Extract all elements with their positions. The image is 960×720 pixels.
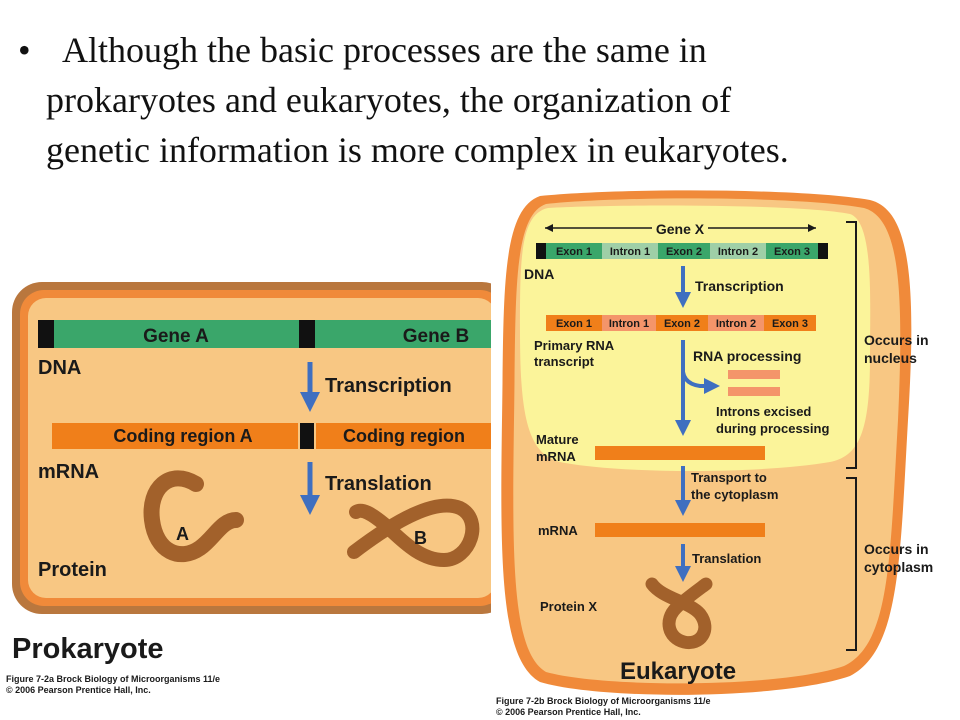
primary-rna-label-line-2: transcript [534,354,595,369]
gene-x-right-arrowhead [808,224,816,232]
occurs-in-nucleus-line-2: nucleus [864,350,917,366]
bullet-text-line-3: genetic information is more complex in e… [46,130,789,170]
eukaryote-caption-line-2: © 2006 Pearson Prentice Hall, Inc. [496,707,641,717]
bullet-text-line-2: prokaryotes and eukaryotes, the organiza… [46,80,732,120]
gene-a-block [54,320,299,348]
eukaryote-dna-label: DNA [524,266,554,282]
dna-exon-1 [546,243,602,259]
prokaryote-mrna-spacer [300,423,314,449]
dna-exon-3 [766,243,818,259]
dna-intron-1-label: Intron 1 [610,246,650,258]
gene-a-label: Gene A [143,326,209,347]
rna-intron-2 [708,315,764,331]
mature-mrna-bar [595,446,765,460]
eukaryote-transcription-label: Transcription [695,278,784,294]
rna-exon-3-label: Exon 3 [772,318,808,330]
rna-intron-1-label: Intron 1 [609,318,649,330]
dna-exon-1-label: Exon 1 [556,246,592,258]
nucleus [520,205,871,472]
occurs-in-cytoplasm-line-2: cytoplasm [864,559,933,575]
prokaryote-title: Prokaryote [12,633,164,665]
rna-exon-3 [764,315,816,331]
eukaryote-title: Eukaryote [620,658,736,685]
prokaryote-panel: Gene A Gene B DNA Transcription Coding r… [12,282,491,614]
eukaryote-translation-label: Translation [692,551,761,566]
dna-exon-2 [658,243,710,259]
introns-excised-label-line-1: Introns excised [716,404,811,419]
protein-a-shape [143,470,244,563]
mature-mrna-label-line-2: mRNA [536,449,576,464]
rna-exon-1 [546,315,602,331]
cytoplasmic-mrna-bar [595,523,765,537]
excised-intron-2 [728,387,780,396]
bullet-text-line-1: Although the basic processes are the sam… [62,30,707,70]
rna-intron-1 [602,315,656,331]
bullet-symbol: • [18,30,31,70]
intron-excision-branch-arrow [681,371,720,394]
protein-a-label: A [176,524,189,544]
eukaryote-dna-spacer [818,243,828,259]
protein-x-label: Protein X [540,599,597,614]
gene-x-label: Gene X [656,221,705,237]
gene-x-left-arrowhead [545,224,553,232]
coding-region-b-label: Coding region [343,426,465,446]
prokaryote-caption-line-1: Figure 7-2a Brock Biology of Microorgani… [6,674,220,684]
dna-intron-1 [602,243,658,259]
coding-region-a-block [52,423,298,449]
dna-exon-2-label: Exon 2 [666,246,702,258]
protein-x-shape [645,577,713,650]
cytoplasm-bracket [846,477,857,651]
gene-b-block [315,320,491,348]
protein-b-shape [347,498,480,568]
prokaryote-dna-spacer [38,320,54,348]
nucleus-bracket [846,221,857,469]
coding-region-a-label: Coding region A [113,426,252,446]
transport-label-line-1: Transport to [691,470,767,485]
rna-exon-2 [656,315,708,331]
transport-label-line-2: the cytoplasm [691,487,778,502]
rna-exon-1-label: Exon 1 [556,318,592,330]
eukaryote-panel: Gene X Exon 1 Intron 1 Exon 2 Intron 2 E… [501,190,912,695]
coding-region-b-block [316,423,491,449]
prokaryote-transcription-label: Transcription [325,375,452,397]
prokaryote-translation-label: Translation [325,473,432,495]
primary-rna-label-line-1: Primary RNA [534,338,615,353]
rna-intron-2-label: Intron 2 [716,318,756,330]
excised-intron-1 [728,370,780,379]
prokaryote-dna-label: DNA [38,357,81,379]
occurs-in-cytoplasm-line-1: Occurs in [864,541,929,557]
protein-b-label: B [414,528,427,548]
prokaryote-caption-line-2: © 2006 Pearson Prentice Hall, Inc. [6,685,151,695]
dna-intron-2-label: Intron 2 [718,246,758,258]
mature-mrna-label-line-1: Mature [536,432,579,447]
prokaryote-mrna-label: mRNA [38,461,99,483]
prokaryote-dna-spacer [299,320,315,348]
eukaryote-mrna-label: mRNA [538,523,578,538]
rna-processing-label: RNA processing [693,348,801,364]
eukaryote-dna-spacer [536,243,546,259]
dna-intron-2 [710,243,766,259]
gene-b-label: Gene B [403,326,470,347]
dna-exon-3-label: Exon 3 [774,246,810,258]
eukaryote-caption-line-1: Figure 7-2b Brock Biology of Microorgani… [496,696,711,706]
prokaryote-protein-label: Protein [38,559,107,581]
occurs-in-nucleus-line-1: Occurs in [864,332,929,348]
gene-x-label-backdrop [652,219,708,237]
rna-exon-2-label: Exon 2 [664,318,700,330]
introns-excised-label-line-2: during processing [716,421,829,436]
